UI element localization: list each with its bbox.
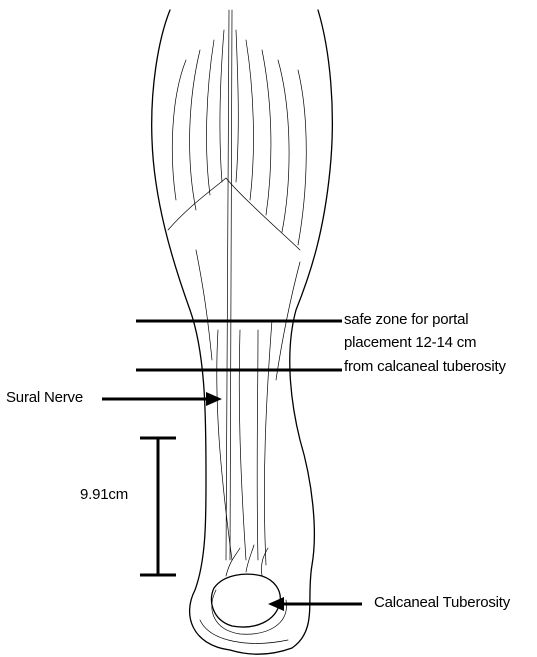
- achilles-tendon: [217, 320, 272, 565]
- calf-midline-2: [230, 10, 232, 560]
- measurement-label: 9.91cm: [80, 486, 128, 504]
- sural-nerve-label: Sural Nerve: [6, 389, 83, 407]
- tuberosity-arrowhead: [268, 597, 284, 611]
- calcaneal-tuberosity-shape: [211, 574, 280, 627]
- heel-fold: [200, 620, 288, 643]
- safe-zone-label-line1: safe zone for portal: [344, 311, 468, 329]
- tuberosity-fibers: [226, 545, 268, 576]
- gastrocnemius-medial-head: [172, 30, 224, 210]
- gastrocnemius-lower-border: [168, 178, 300, 250]
- calf-midline-1: [226, 10, 229, 560]
- calcaneal-tuberosity-label: Calcaneal Tuberosity: [374, 594, 510, 612]
- leg-outline-right: [230, 10, 332, 654]
- safe-zone-label-line2: placement 12-14 cm: [344, 334, 476, 352]
- sural-nerve-arrowhead: [206, 392, 222, 406]
- gastrocnemius-lateral-head: [236, 30, 306, 245]
- soleus-fibers: [196, 250, 300, 380]
- safe-zone-label-line3: from calcaneal tuberosity: [344, 358, 506, 376]
